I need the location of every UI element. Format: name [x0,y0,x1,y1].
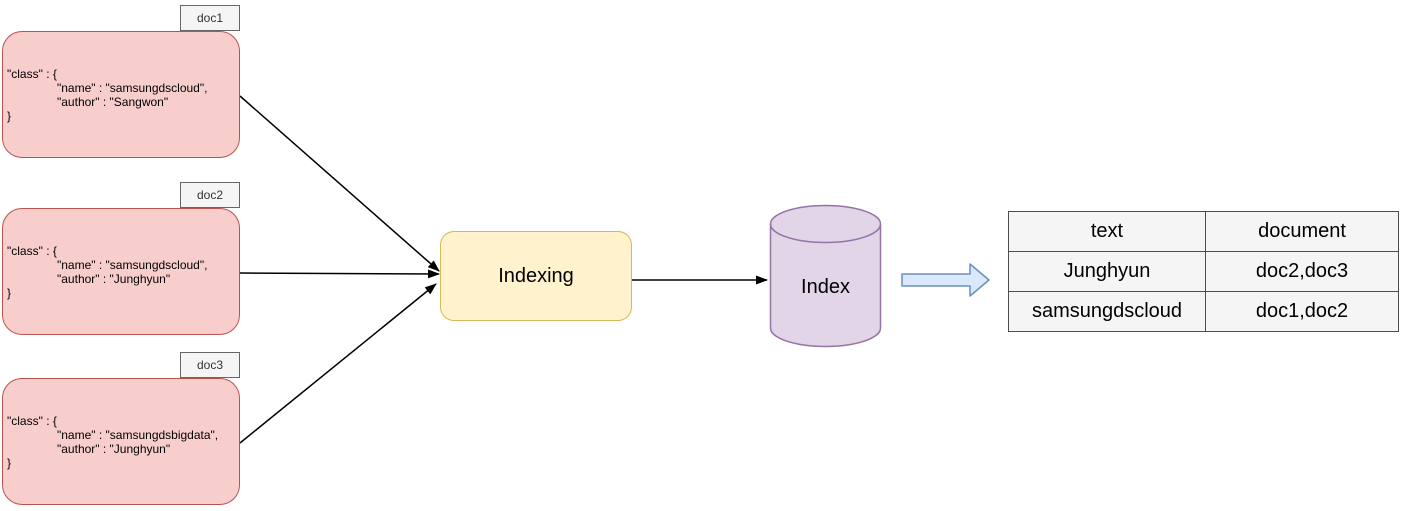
arrow-doc1-to-indexing [239,95,440,272]
doc1-json-line: "name" : "samsungdscloud", [57,80,208,95]
doc3-box: "class" : { "name" : "samsungdsbigdata",… [2,378,240,505]
doc1-json-line: "author" : "Sangwon" [57,94,169,109]
doc2-json-line: "name" : "samsungdscloud", [57,257,208,272]
doc2-label-text: doc2 [196,188,224,202]
indexing-process-box: Indexing [440,231,632,321]
index-label: Index [801,276,850,298]
doc3-json-line: "author" : "Junghyun" [57,441,171,456]
doc1-box: "class" : { "name" : "samsungdscloud", "… [2,31,240,158]
table-cell-document: doc1,doc2 [1205,291,1399,332]
index-cylinder: Index [769,204,882,348]
doc3-label-text: doc3 [196,358,224,372]
indexing-label: Indexing [498,264,574,287]
doc2-json-line: "author" : "Junghyun" [57,271,171,286]
doc1-json-line: "class" : { [7,66,57,81]
table-cell-text: samsungdscloud [1008,291,1206,332]
result-arrow-icon [901,263,990,297]
doc2-json-line: } [7,285,12,300]
inverted-index-table: text document Junghyun doc2,doc3 samsung… [1008,211,1399,332]
doc1-json-line: } [7,108,12,123]
table-header-text: text [1008,211,1206,252]
database-cylinder-icon [769,204,882,348]
doc3-json-line: "name" : "samsungdsbigdata", [57,427,219,442]
arrow-doc3-to-indexing [239,283,437,444]
table-row: samsungdscloud doc1,doc2 [1008,291,1399,332]
table-header-document: document [1205,211,1399,252]
table-cell-text: Junghyun [1008,251,1206,292]
table-cell-document: doc2,doc3 [1205,251,1399,292]
table-row: Junghyun doc2,doc3 [1008,251,1399,292]
doc3-label-tab: doc3 [180,352,240,378]
arrow-doc2-to-indexing [239,269,440,279]
doc1-label-text: doc1 [196,11,224,25]
doc2-box: "class" : { "name" : "samsungdscloud", "… [2,208,240,335]
doc2-json-line: "class" : { [7,243,57,258]
doc1-label-tab: doc1 [180,5,240,31]
doc3-json-line: } [7,455,12,470]
doc2-label-tab: doc2 [180,182,240,208]
table-header-row: text document [1008,211,1399,252]
doc3-json-line: "class" : { [7,413,57,428]
